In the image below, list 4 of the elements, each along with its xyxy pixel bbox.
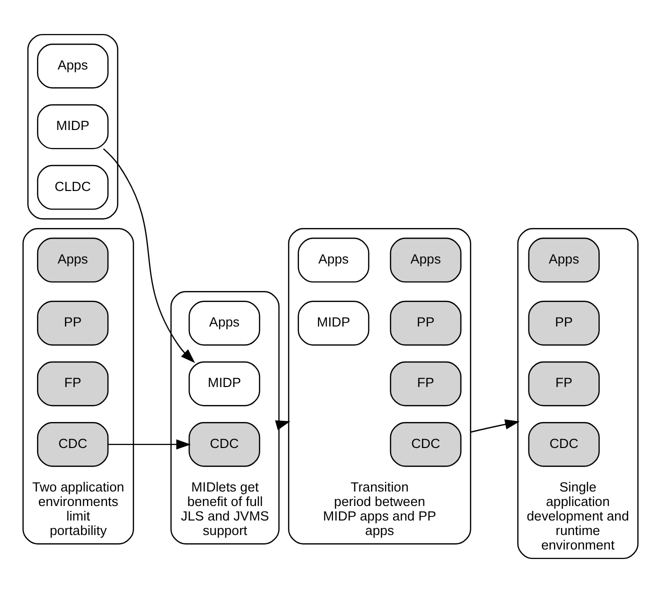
node-label: Two application environments limit portability: [32, 480, 124, 538]
node-label: Single application development and runtime environment: [526, 480, 630, 553]
node-label: Transition period between MIDP apps and PP apps: [323, 480, 436, 538]
node-label: MIDlets get benefit of full JLS and JVMS support: [180, 480, 270, 538]
